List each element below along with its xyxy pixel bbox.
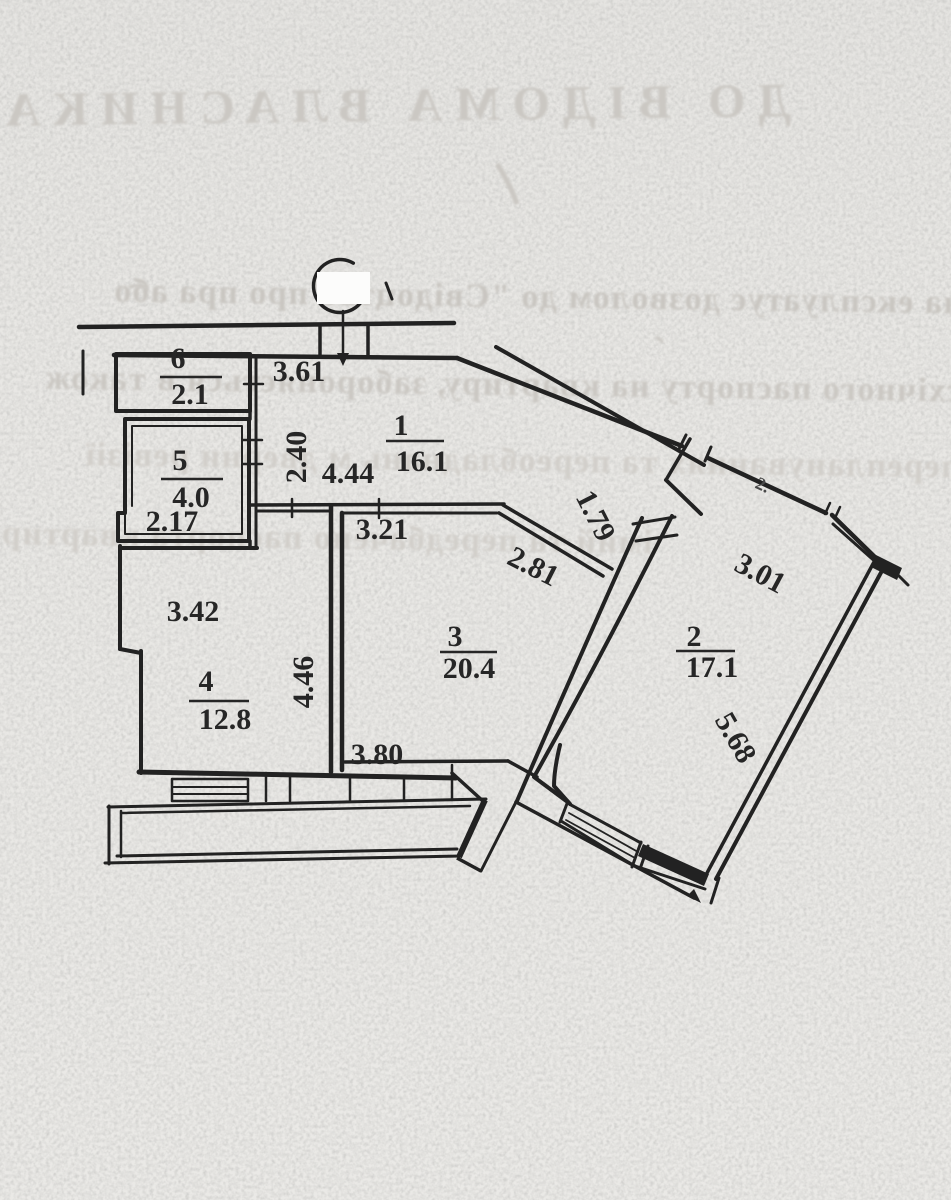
svg-text:4.0: 4.0 [172, 481, 210, 514]
svg-text:ДО ВІДОМА ВЛАСНИКА: ДО ВІДОМА ВЛАСНИКА [0, 74, 791, 137]
svg-text:12.8: 12.8 [199, 703, 252, 736]
svg-text:4.46: 4.46 [287, 656, 320, 709]
svg-text:імий та передбачено паспорта к: імий та передбачено паспорта квартири [0, 515, 653, 561]
svg-text:3.42: 3.42 [167, 595, 220, 628]
svg-text:4.44: 4.44 [322, 457, 375, 490]
svg-text:3.21: 3.21 [356, 513, 409, 546]
svg-text:1: 1 [394, 409, 409, 442]
svg-text:17.1: 17.1 [686, 651, 739, 684]
svg-text:2.17: 2.17 [146, 505, 199, 538]
svg-text:5: 5 [173, 444, 188, 477]
svg-text:2: 2 [687, 620, 702, 653]
svg-text:3: 3 [448, 620, 463, 653]
svg-text:4: 4 [199, 665, 214, 698]
svg-text:2.1: 2.1 [171, 378, 209, 411]
svg-text:6: 6 [171, 342, 186, 375]
svg-text:3.61: 3.61 [273, 355, 326, 388]
svg-text:16.1: 16.1 [396, 445, 449, 478]
svg-text:3.80: 3.80 [351, 738, 404, 771]
svg-text:2.40: 2.40 [280, 431, 313, 484]
svg-text:20.4: 20.4 [443, 652, 496, 685]
